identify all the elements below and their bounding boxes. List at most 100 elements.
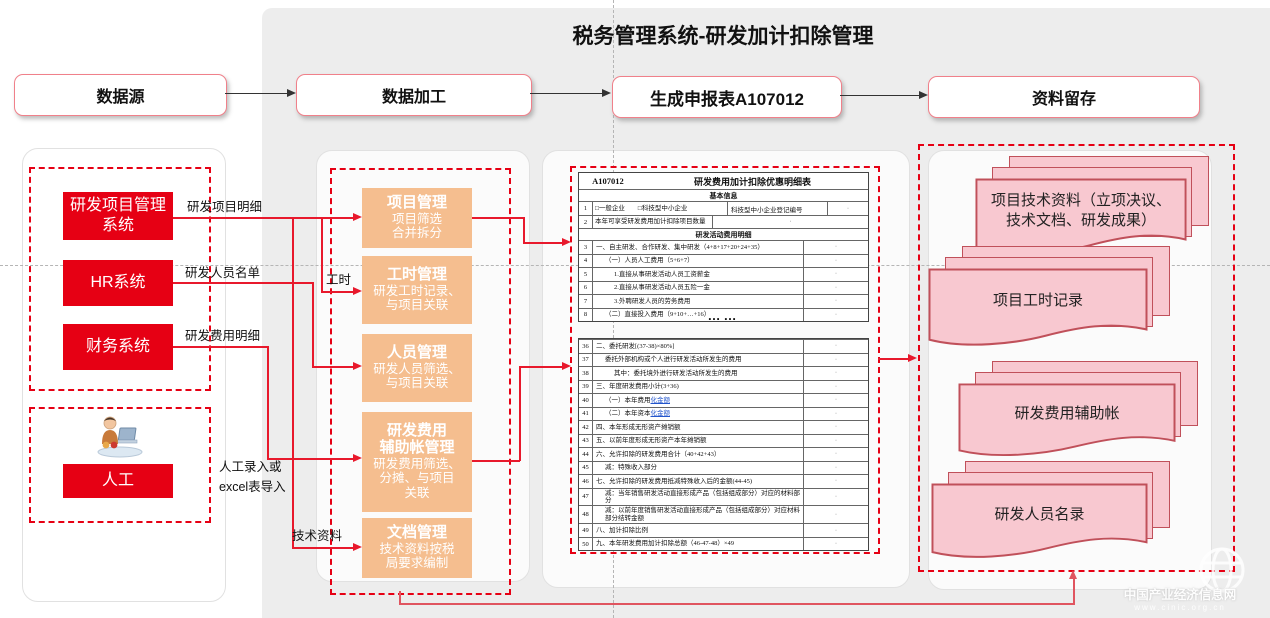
form-section-detail: 研发活动费用明细 [579,228,868,240]
module-title: 辅助帐管理 [379,438,455,456]
connector-line [519,366,566,368]
form-section-basic: 基本信息 [579,189,868,201]
page-title: 税务管理系统-研发加计扣除管理 [572,25,874,48]
form-row: 2 本年可享受研发费用加计扣除项目数量 · [579,215,868,228]
doc-personnel-roster: 研发人员名录 [931,461,1170,564]
form-title: 研发费用加计扣除优惠明细表 [693,176,811,187]
connector-line [519,366,521,461]
module-title: 研发费用 [386,422,447,440]
stage-arrow-line [530,93,602,95]
module-title: 工时管理 [386,265,447,283]
connector-line [472,460,520,462]
connector-arrow [353,362,362,370]
processing-group [330,168,511,595]
connector-line [1073,578,1075,604]
form-row: 1 □一般企业 □科技型中小企业 科技型中小企业登记编号 · [579,201,868,215]
connector-line [173,346,268,348]
doc-label: 研发人员名录 [994,505,1085,523]
stage-retention: 资料留存 [928,76,1200,118]
form-header: A107012 研发费用加计扣除优惠明细表 [579,173,868,189]
connector-arrow [908,354,917,362]
form-row: 4（一）人员人工费用（5+6+7）· [579,253,868,267]
module-personnel-mgmt: 人员管理 研发人员筛选、 与项目关联 [362,334,472,402]
connector-line [523,242,566,244]
connector-line [312,366,357,368]
connector-arrow [353,543,362,551]
form-row: 8（二）直接投入费用（9+10+…+16）· [579,307,868,321]
connector-line [472,217,524,219]
form-group [570,166,880,554]
stage-data-processing: 数据加工 [296,74,532,116]
connector-arrow [562,238,571,246]
doc-workhour-record: 项目工时记录 [928,246,1170,352]
connector-line [523,217,525,243]
stage-arrow-head [287,89,296,97]
label-staff-list: 研发人员名单 [185,266,261,280]
stage-arrow-line [225,93,287,95]
form-row: 41（二）本年资本化金额· [579,406,868,420]
doc-label: 项目技术资料（立项决议、技术文档、研发成果） [990,192,1171,229]
module-expense-ledger-mgmt: 研发费用 辅助帐管理 研发费用筛选、 分摊、与项目 关联 [362,412,472,512]
system-finance: 财务系统 [63,324,173,370]
connector-arrow [353,454,362,462]
connector-line [267,458,357,460]
connector-line [321,291,357,293]
stage-generate-form: 生成申报表A107012 [612,76,842,118]
connector-line [312,282,314,368]
doc-front-sheet [931,483,1148,558]
connector-arrow [1069,570,1077,579]
label-tech-docs: 技术资料 [292,529,343,543]
module-project-mgmt: 项目管理 项目筛选 合并拆分 [362,188,472,248]
doc-front-sheet [928,268,1148,346]
stage-arrow-head [919,91,928,99]
connector-line [399,591,401,604]
connector-line [878,358,912,360]
form-row: 40（一）本年费用化金额· [579,393,868,407]
stage-data-source: 数据源 [14,74,227,116]
connector-line [173,217,357,219]
stage-arrow-head [602,89,611,97]
connector-arrow [353,287,362,295]
label-manual-entry-1: 人工录入或 [219,460,282,474]
module-workhour-mgmt: 工时管理 研发工时记录、 与项目关联 [362,256,472,324]
label-expense-detail: 研发费用明细 [185,329,261,343]
label-work-hours: 工时 [326,273,352,287]
module-title: 项目管理 [386,193,447,211]
manual-box: 人工 [63,464,173,498]
label-manual-entry-2: excel表导入 [219,480,286,494]
form-ellipsis: …… [707,308,740,323]
module-title: 文档管理 [386,523,447,541]
person-computer-icon [97,416,143,458]
doc-front-sheet [958,383,1176,457]
connector-arrow [353,213,362,221]
connector-line [292,547,357,549]
doc-tech-material: 项目技术资料（立项决议、技术文档、研发成果） [975,156,1209,262]
form-code: A107012 [592,176,624,186]
label-project-detail: 研发项目明细 [187,200,263,214]
doc-expense-ledger: 研发费用辅助帐 [958,361,1198,462]
system-rd-project: 研发项目管理系统 [63,192,173,240]
connector-line [321,217,323,292]
stage-arrow-line [840,95,919,97]
source-systems-group [29,167,211,391]
connector-line [292,217,294,548]
